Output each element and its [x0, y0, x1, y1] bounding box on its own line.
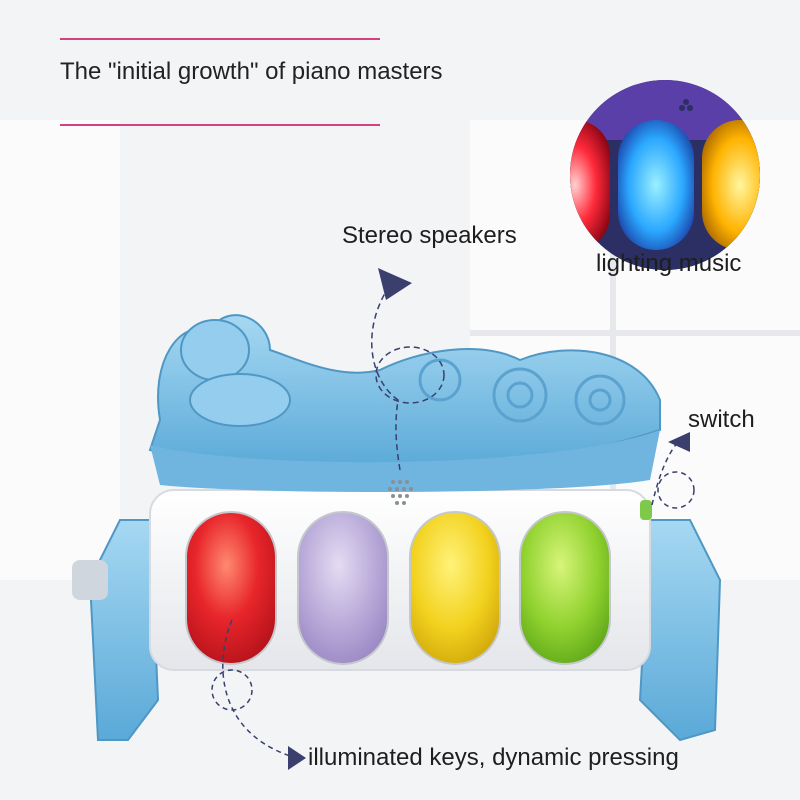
switch-target-circle — [657, 471, 695, 509]
left-hinge — [72, 560, 108, 600]
headline-rule-bottom — [60, 124, 380, 126]
callout-lighting-music: lighting music — [596, 250, 742, 277]
cloud-swirl — [574, 374, 626, 426]
left-leg — [88, 519, 160, 741]
right-leg — [638, 519, 722, 742]
background-window-left — [0, 120, 120, 580]
keys-arrowhead — [288, 746, 306, 770]
cloud-swirl — [506, 381, 534, 409]
cloud-swirl — [588, 388, 612, 412]
switch-arrowhead — [668, 432, 690, 452]
speaker-grill — [388, 480, 413, 505]
keys-target-circle — [211, 669, 253, 711]
background-window-frame — [610, 120, 616, 580]
stereo-target-circle — [375, 346, 445, 404]
lighting-inset — [570, 80, 760, 270]
switch-knob — [640, 500, 652, 520]
headline: The "initial growth" of piano masters — [60, 58, 443, 85]
headline-rule-top — [60, 38, 380, 40]
background-window-frame — [470, 330, 800, 336]
key-lavender — [297, 511, 389, 665]
callout-illuminated-keys: illuminated keys, dynamic pressing — [308, 744, 679, 771]
key-green — [519, 511, 611, 665]
lighting-inset-graphic — [570, 80, 760, 270]
callout-stereo-speakers: Stereo speakers — [342, 222, 517, 249]
keys-callout-line — [222, 619, 291, 757]
cloud-lid-base — [150, 430, 660, 492]
key-red — [185, 511, 277, 665]
cloud-swirl — [418, 358, 462, 402]
key-yellow — [409, 511, 501, 665]
stereo-arrowhead — [378, 268, 412, 300]
animal-figure-body — [189, 373, 291, 427]
animal-figure-head — [180, 319, 250, 381]
stereo-callout-line — [370, 284, 401, 471]
cloud-swirl — [492, 367, 548, 423]
callout-switch: switch — [688, 406, 755, 433]
